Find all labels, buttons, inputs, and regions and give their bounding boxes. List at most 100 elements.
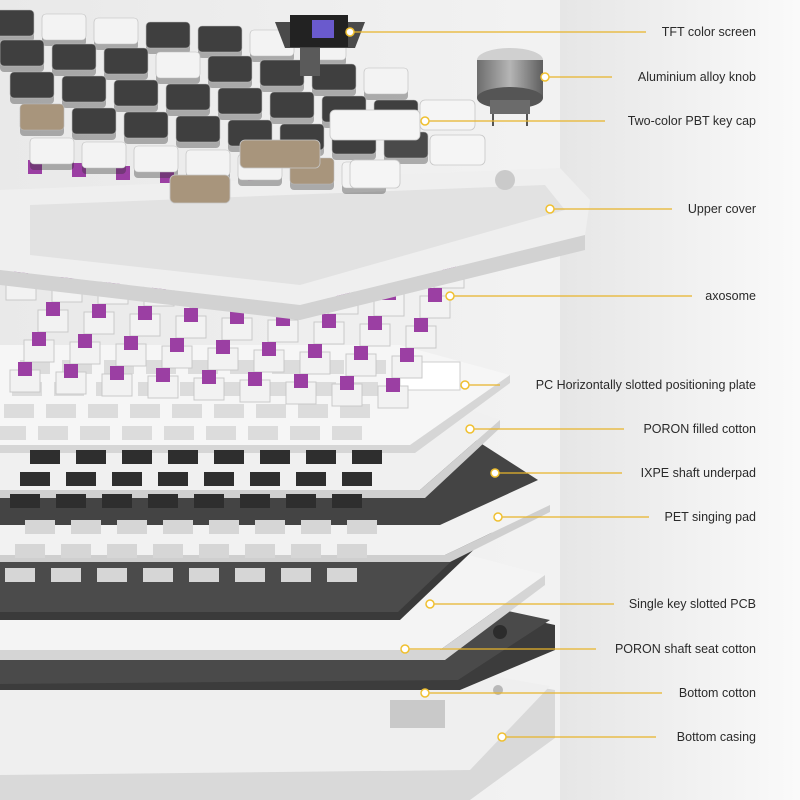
leader-dot	[345, 27, 355, 37]
switch	[345, 346, 377, 377]
switch	[391, 348, 423, 379]
plate-slot	[0, 426, 26, 440]
switch	[377, 378, 409, 409]
pet-slot	[255, 520, 285, 534]
ixpe-slot	[204, 472, 234, 486]
ixpe-slot	[194, 494, 224, 508]
callout-bottom-casing: Bottom casing	[676, 730, 756, 744]
pet-slot	[163, 520, 193, 534]
ixpe-slot	[240, 494, 270, 508]
switch	[313, 314, 345, 345]
switch	[55, 364, 87, 395]
plate-slot	[38, 426, 68, 440]
callout-upper-cover: Upper cover	[687, 202, 756, 216]
callout-pet-pad: PET singing pad	[664, 510, 757, 524]
ixpe-slot	[296, 472, 326, 486]
keycap	[123, 111, 169, 144]
keycap	[9, 71, 55, 104]
ixpe-slot	[168, 450, 198, 464]
pet-slot	[107, 544, 137, 558]
switch	[359, 316, 391, 347]
ixpe-slot	[56, 494, 86, 508]
callout-positioning-plate: PC Horizontally slotted positioning plat…	[535, 378, 756, 392]
ixpe-slot	[342, 472, 372, 486]
pet-slot	[189, 568, 219, 582]
ixpe-slot	[102, 494, 132, 508]
pet-slot	[245, 544, 275, 558]
upper-cover-layer	[0, 168, 590, 320]
plate-slot	[46, 404, 76, 418]
plate-slots	[0, 360, 386, 582]
keycap	[197, 25, 243, 58]
bottom-casing-layer	[0, 664, 555, 800]
callout-axosome: axosome	[705, 289, 756, 303]
callout-bottom-cotton: Bottom cotton	[678, 686, 756, 700]
plate-slot	[248, 426, 278, 440]
pet-slot	[117, 520, 147, 534]
pet-slot	[281, 568, 311, 582]
ixpe-slot	[332, 494, 362, 508]
leader-dot	[460, 380, 470, 390]
leader-dot	[545, 204, 555, 214]
switch	[23, 332, 55, 363]
keycap	[113, 79, 159, 112]
background-wall	[560, 0, 800, 800]
plate-slot	[290, 426, 320, 440]
callout-leaders	[345, 27, 692, 742]
keycap	[29, 137, 75, 170]
switch	[116, 166, 130, 180]
keycap	[429, 134, 486, 166]
switch	[161, 338, 193, 369]
ixpe-slot	[250, 472, 280, 486]
ixpe-slot	[148, 494, 178, 508]
keycap	[329, 109, 421, 141]
ixpe-slot	[260, 450, 290, 464]
pet-slot	[291, 544, 321, 558]
callout-ixpe-underpad: IXPE shaft underpad	[640, 466, 756, 480]
plate-slot	[340, 404, 370, 418]
ixpe-slot	[158, 472, 188, 486]
switch	[419, 288, 451, 319]
ixpe-slot	[122, 450, 152, 464]
callout-aluminium-knob: Aluminium alloy knob	[637, 70, 756, 84]
pet-slot	[5, 568, 35, 582]
ixpe-slot	[352, 450, 382, 464]
leader-dot	[493, 512, 503, 522]
switch	[83, 304, 115, 335]
pet-slot	[209, 520, 239, 534]
ixpe-slot	[214, 450, 244, 464]
callout-keycap: Two-color PBT key cap	[627, 114, 756, 128]
leader-dot	[425, 599, 435, 609]
ixpe-slot	[76, 450, 106, 464]
pet-slot	[199, 544, 229, 558]
keycap	[363, 67, 409, 100]
plate-slot	[256, 404, 286, 418]
tft-screen	[275, 15, 365, 76]
keycap	[419, 99, 476, 131]
plate-slot	[298, 404, 328, 418]
leader-dot	[465, 424, 475, 434]
keycap	[81, 141, 127, 174]
pet-slot	[347, 520, 377, 534]
keycap	[0, 9, 35, 42]
switch	[331, 376, 363, 407]
keycap	[61, 75, 107, 108]
keycap	[165, 83, 211, 116]
switch	[37, 302, 69, 333]
switch	[101, 366, 133, 397]
ixpe-slot	[66, 472, 96, 486]
ixpe-slot	[286, 494, 316, 508]
switch	[115, 336, 147, 367]
switch	[405, 318, 437, 349]
keycap	[51, 43, 97, 76]
keycap	[259, 59, 305, 92]
ixpe-slot	[20, 472, 50, 486]
callout-poron-filled-cotton: PORON filled cotton	[643, 422, 756, 436]
keycap	[19, 103, 65, 136]
switch	[253, 342, 285, 373]
keycap	[169, 174, 231, 204]
keycap	[0, 39, 45, 72]
pet-slot	[15, 544, 45, 558]
pet-slot	[153, 544, 183, 558]
